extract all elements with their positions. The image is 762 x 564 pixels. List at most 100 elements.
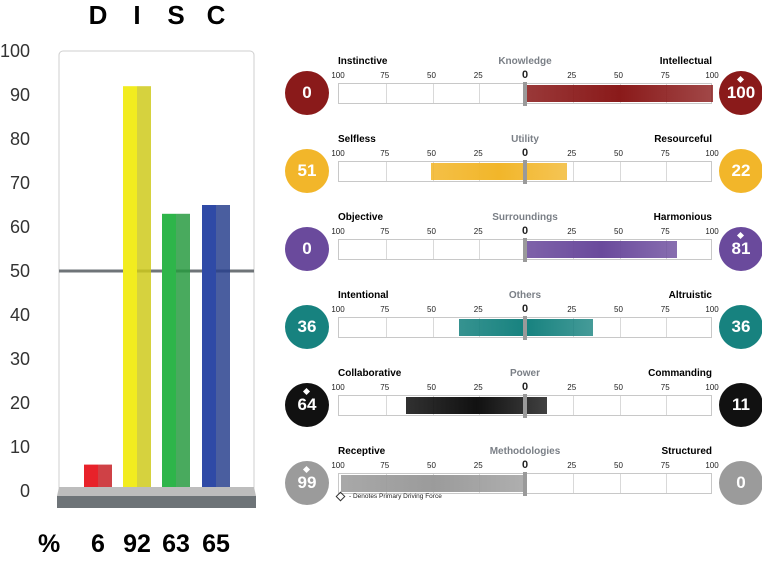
tick-label: 50: [614, 383, 623, 392]
tick-label: 100: [331, 461, 345, 470]
right-score: 0: [736, 473, 746, 492]
percent-label: %: [38, 530, 60, 558]
tick-label: 25: [567, 71, 577, 80]
track-gridline: [619, 396, 621, 415]
left-score-circle: 36: [285, 305, 329, 349]
y-tick-label: 90: [10, 85, 30, 105]
bar-s-shade: [176, 213, 190, 488]
tick-label: 50: [614, 461, 623, 470]
category-label-s: S: [167, 0, 184, 30]
bar-c: [202, 205, 216, 487]
bar-shadow: [137, 86, 151, 487]
tick-label: 50: [427, 461, 436, 470]
y-tick-label: 80: [10, 129, 30, 149]
chart-floor: [57, 487, 256, 496]
diamond-icon: [335, 491, 346, 502]
primary-driver-diamond-icon: [736, 231, 745, 240]
bar-shadow: [216, 205, 230, 487]
left-score-circle: 0: [285, 227, 329, 271]
category-label-c: C: [207, 0, 226, 30]
left-label: Collaborative: [338, 368, 402, 379]
left-label: Selfless: [338, 134, 376, 145]
left-score: 0: [302, 83, 312, 102]
tick-label: 100: [331, 227, 345, 236]
track-gridline: [572, 474, 574, 493]
left-label: Receptive: [338, 446, 386, 457]
track-gridline: [432, 84, 434, 103]
tick-label: 25: [567, 305, 577, 314]
tick-label: 25: [567, 149, 577, 158]
track-gridline: [666, 162, 668, 181]
track-gridline: [385, 396, 387, 415]
category-label-i: I: [133, 0, 140, 30]
tick-label: 50: [427, 71, 436, 80]
score-bar: [340, 475, 526, 492]
tick-label: 25: [567, 227, 577, 236]
score-bar: [406, 397, 547, 414]
tick-label: 75: [660, 149, 670, 158]
right-score: 81: [731, 239, 751, 258]
bar-s: [162, 213, 176, 488]
left-score-circle: 51: [285, 149, 329, 193]
y-tick-label: 30: [10, 349, 30, 369]
right-score: 100: [726, 83, 756, 102]
track-gridline: [666, 396, 668, 415]
right-score: 36: [731, 317, 751, 336]
tick-label: 100: [331, 383, 345, 392]
primary-driver-diamond-icon: [736, 75, 745, 84]
value-label-s: 63: [162, 530, 190, 558]
tick-label: 50: [614, 71, 623, 80]
track-gridline: [619, 318, 621, 337]
left-score-circle: 0: [285, 71, 329, 115]
category-label-d: D: [89, 0, 108, 30]
right-label: Structured: [661, 446, 712, 457]
tick-label: 50: [614, 227, 623, 236]
right-label: Harmonious: [653, 212, 712, 223]
score-bar: [430, 163, 568, 180]
score-bar: [526, 85, 713, 102]
tick-label: 75: [380, 461, 390, 470]
right-score: 11: [732, 395, 750, 414]
value-label-i: 92: [123, 530, 151, 558]
track-gridline: [385, 162, 387, 181]
motivator-title: Power: [509, 368, 540, 379]
tick-label: 75: [380, 149, 390, 158]
right-score-circle: 0: [719, 461, 762, 505]
tick-label: 75: [660, 227, 670, 236]
tick-label: 100: [331, 149, 345, 158]
track-gridline: [572, 396, 574, 415]
tick-label: 75: [660, 305, 670, 314]
bar-shadow: [98, 464, 112, 487]
tick-label: 100: [705, 149, 719, 158]
value-label-c: 65: [202, 530, 230, 558]
tick-label: 0: [521, 303, 529, 315]
track-gridline: [619, 474, 621, 493]
right-label: Intellectual: [659, 56, 712, 67]
bar-i: [123, 86, 137, 487]
tick-label: 0: [521, 69, 529, 81]
y-tick-label: 60: [10, 217, 30, 237]
primary-driver-diamond-icon: [302, 387, 311, 396]
right-score-circle: 100: [719, 71, 762, 115]
tick-label: 25: [473, 227, 483, 236]
tick-label: 75: [380, 71, 390, 80]
y-tick-label: 0: [20, 481, 30, 501]
tick-label: 25: [567, 461, 577, 470]
left-label: Intentional: [338, 290, 389, 301]
tick-label: 0: [521, 459, 529, 471]
left-score: 51: [297, 161, 317, 180]
left-label: Objective: [338, 212, 384, 223]
tick-label: 50: [427, 305, 436, 314]
track-gridline: [479, 240, 481, 259]
y-tick-label: 70: [10, 173, 30, 193]
tick-label: 50: [614, 305, 623, 314]
